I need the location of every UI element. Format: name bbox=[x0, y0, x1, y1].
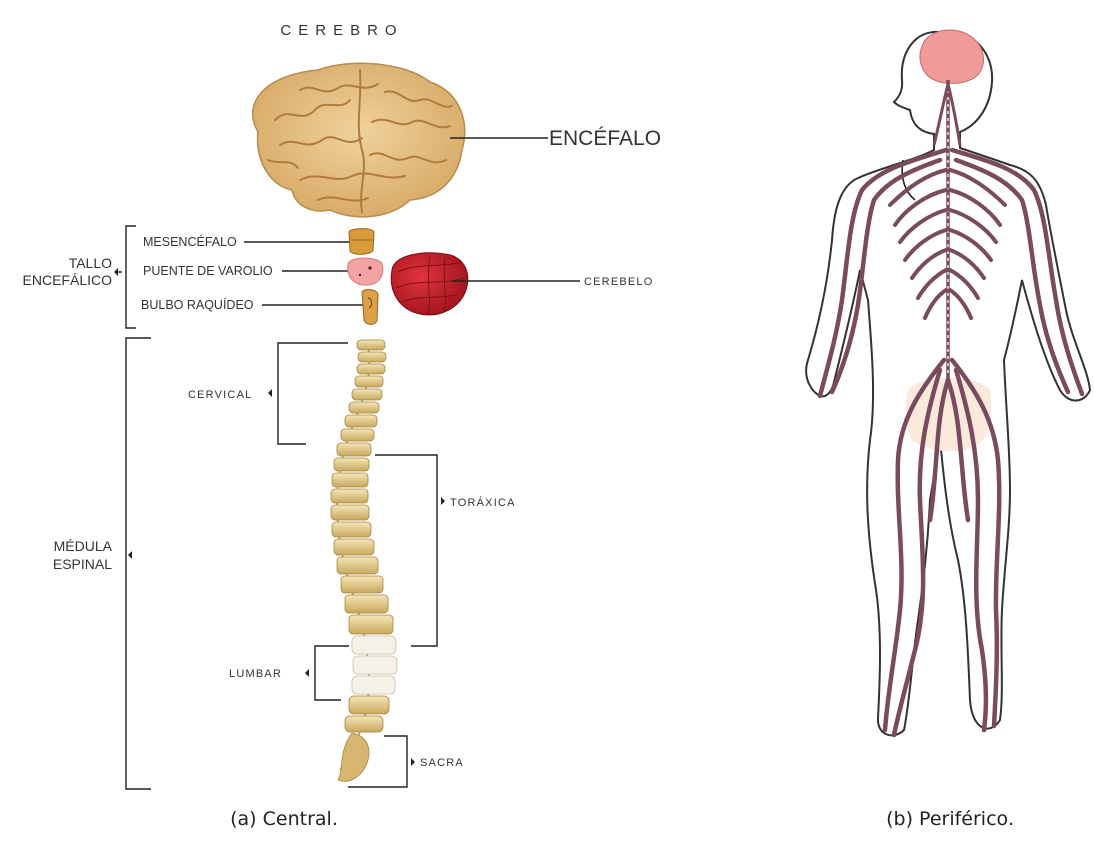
encefalo-label: ENCÉFALO bbox=[549, 127, 661, 150]
lumbar-label: LUMBAR bbox=[229, 668, 282, 680]
caption-peripheral: (b) Periférico. bbox=[886, 808, 1014, 830]
cervical-label: CERVICAL bbox=[188, 389, 252, 401]
spinal-bracket bbox=[126, 338, 151, 789]
spinal-group-line1: MÉDULA bbox=[54, 538, 113, 554]
toraxica-label: TORÁXICA bbox=[450, 496, 516, 509]
mesencefalo-label: MESENCÉFALO bbox=[143, 234, 237, 249]
puente-label: PUENTE DE VAROLIO bbox=[143, 264, 273, 278]
bulbo-illustration bbox=[362, 290, 378, 325]
body-illustration bbox=[806, 30, 1090, 735]
cerebelo-label: CEREBELO bbox=[584, 276, 654, 288]
bulbo-label: BULBO RAQUÍDEO bbox=[141, 297, 254, 312]
puente-illustration bbox=[348, 258, 383, 285]
lumbar-bracket bbox=[315, 646, 349, 700]
spinal-group-line2: ESPINAL bbox=[53, 556, 112, 572]
cervical-bracket bbox=[278, 343, 348, 444]
cerebro-title: CEREBRO bbox=[280, 22, 403, 39]
brainstem-group-line1: TALLO bbox=[69, 255, 112, 271]
brainstem-bracket bbox=[126, 226, 136, 328]
brain-illustration bbox=[253, 63, 548, 217]
cerebelo-illustration bbox=[391, 253, 580, 315]
spine-illustration bbox=[331, 340, 397, 781]
sacra-label: SACRA bbox=[420, 757, 464, 769]
peripheral-panel: (b) Periférico. bbox=[806, 30, 1090, 830]
caption-central: (a) Central. bbox=[230, 808, 338, 830]
brainstem-group-line2: ENCEFÁLICO bbox=[23, 272, 113, 288]
mesencefalo-illustration bbox=[349, 229, 374, 255]
central-panel: CEREBRO ENCÉFALO TALLO ENCEFÁLICO bbox=[23, 22, 662, 830]
